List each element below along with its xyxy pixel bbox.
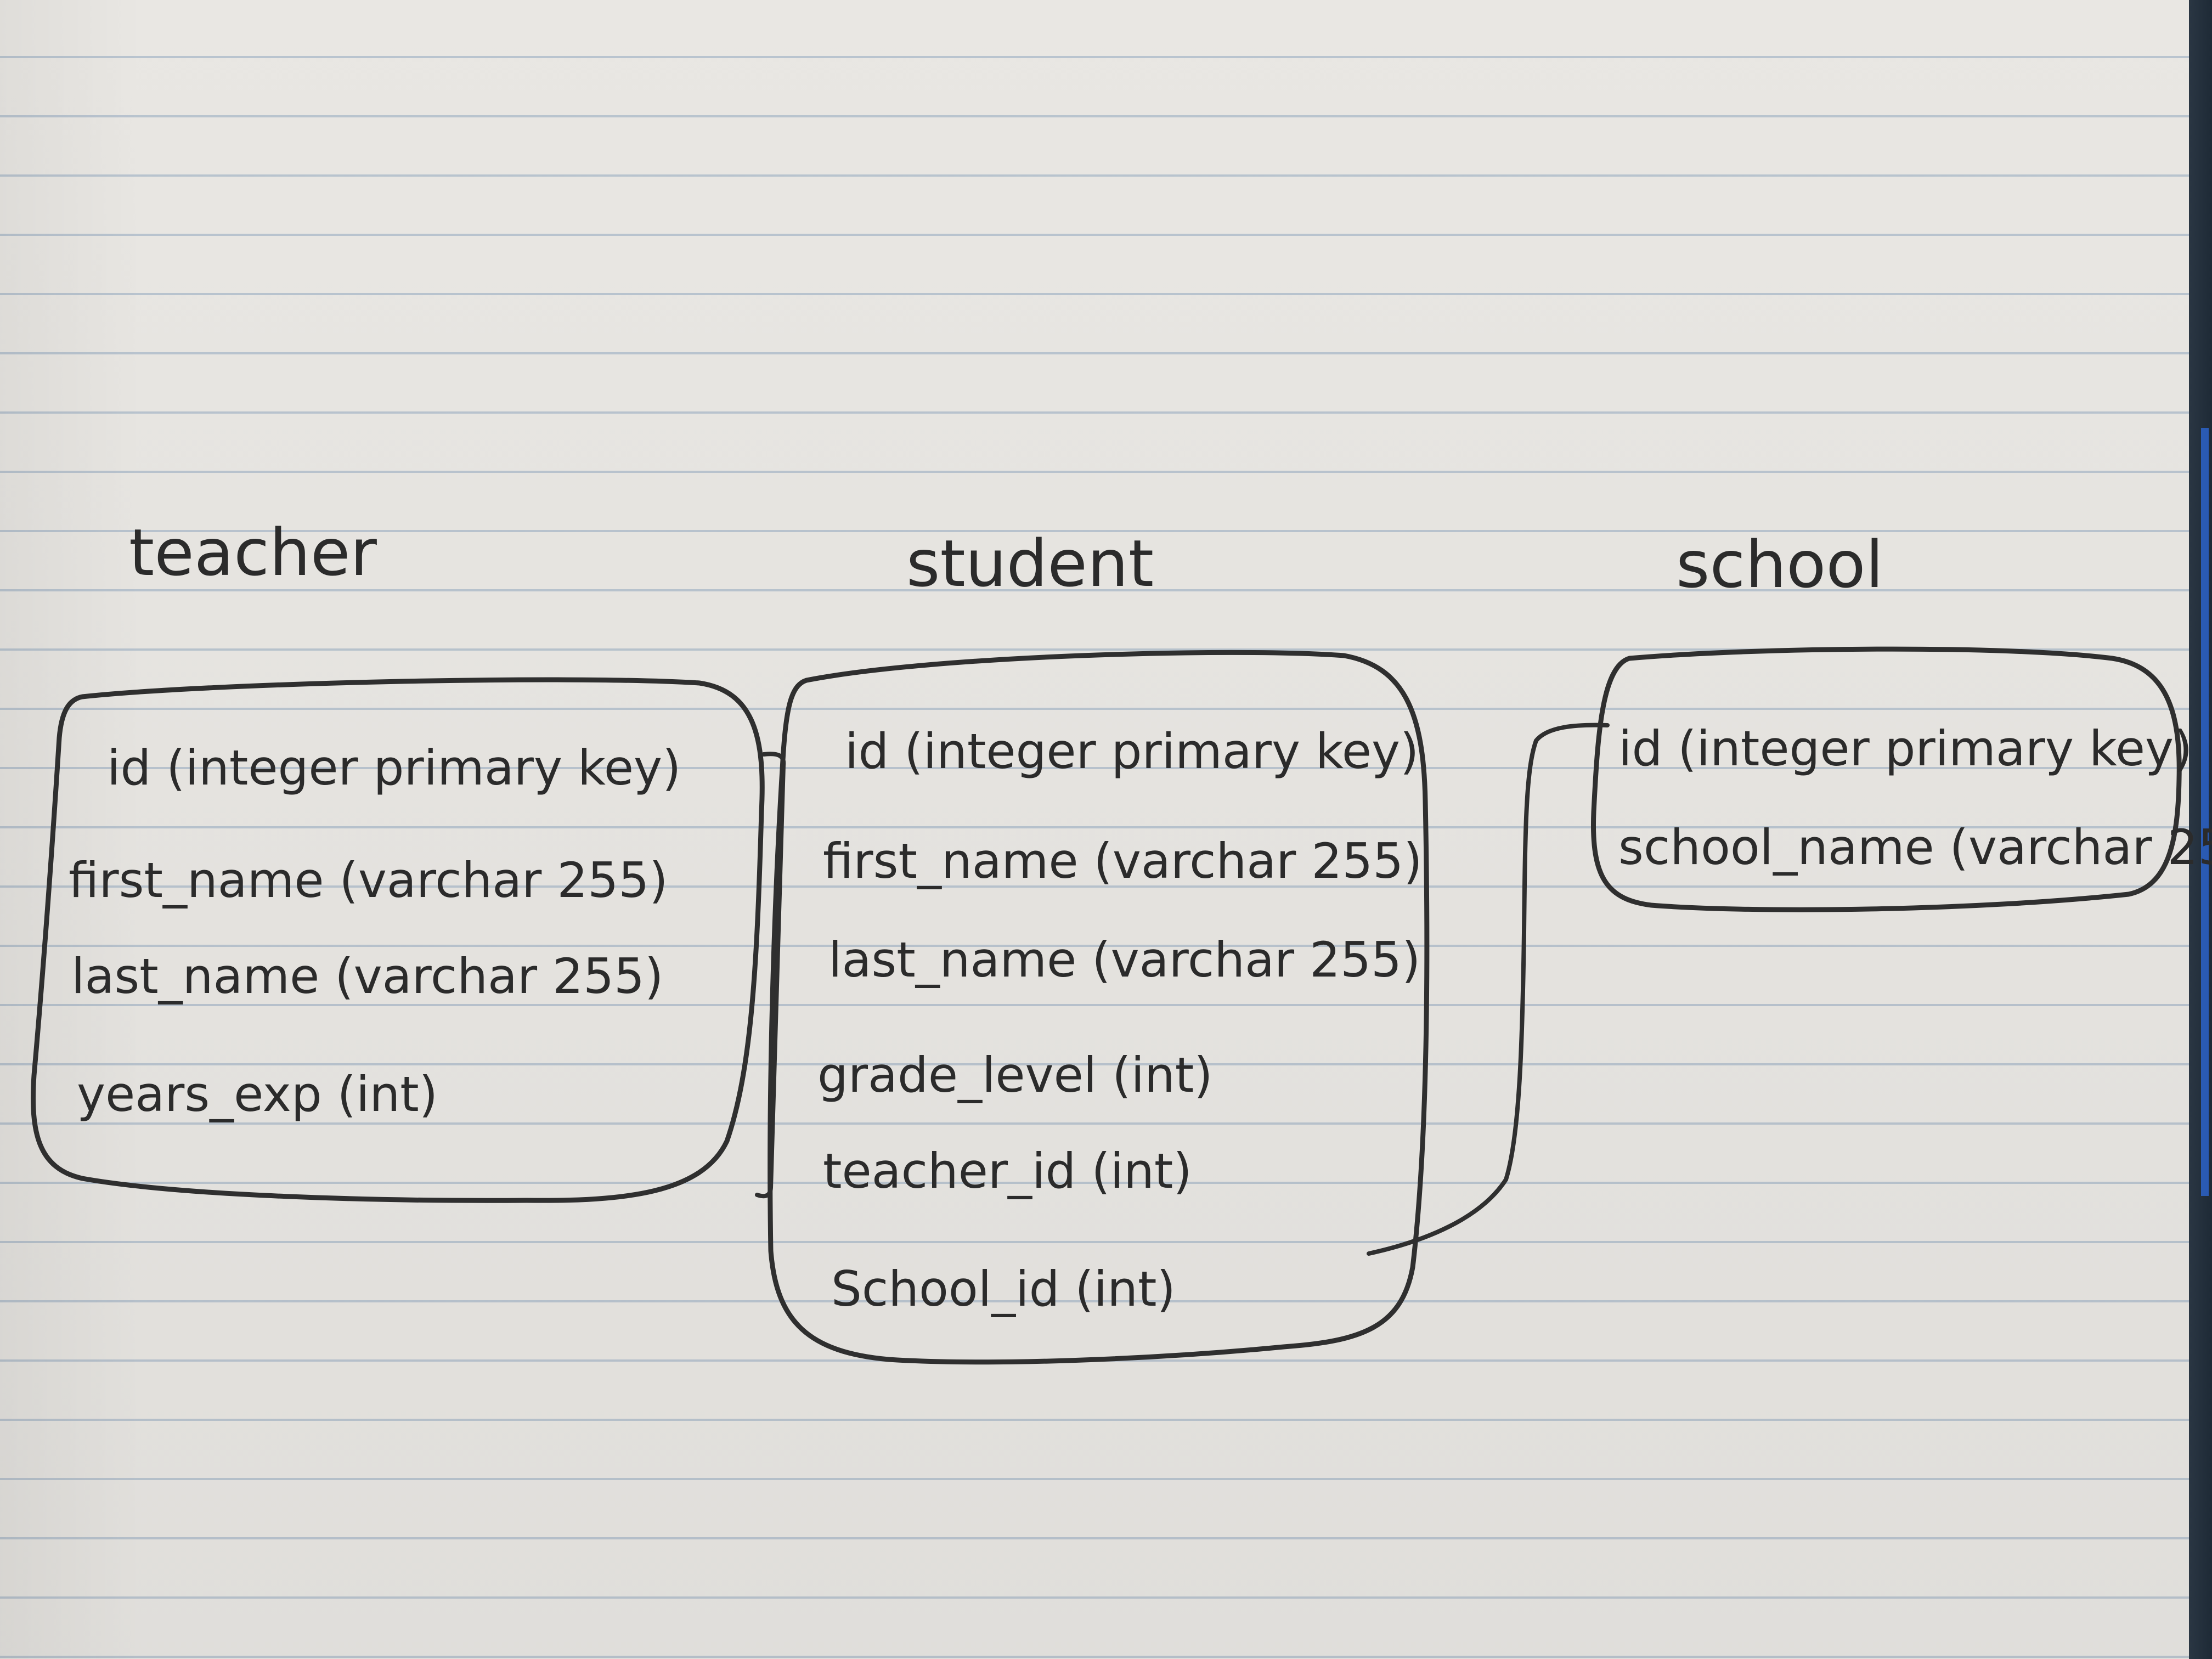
teacher-field-first-name: first_name (varchar 255)	[69, 852, 668, 909]
table-box-student	[768, 650, 1430, 1365]
school-field-school-name: school_name (varchar 255)	[1618, 819, 2212, 876]
table-box-school	[1590, 646, 2182, 912]
student-field-last-name: last_name (varchar 255)	[828, 932, 1420, 988]
table-box-teacher	[30, 677, 765, 1203]
table-title-school: school	[1676, 527, 1883, 602]
student-field-id: id (integer primary key)	[845, 723, 1419, 780]
student-field-grade-level: grade_level (int)	[817, 1047, 1213, 1103]
table-student: student id (integer primary key) first_n…	[768, 526, 1430, 1365]
teacher-field-last-name: last_name (varchar 255)	[71, 948, 663, 1005]
table-title-teacher: teacher	[129, 515, 377, 590]
student-field-teacher-id: teacher_id (int)	[823, 1143, 1192, 1199]
table-title-student: student	[906, 526, 1154, 601]
teacher-field-years-exp: years_exp (int)	[77, 1066, 438, 1122]
table-teacher: teacher id (integer primary key) first_n…	[30, 515, 765, 1203]
table-school: school id (integer primary key) school_n…	[1590, 527, 2212, 912]
student-field-school-id: School_id (int)	[831, 1261, 1176, 1317]
link-school-id-to-school	[1367, 723, 1610, 1256]
student-field-first-name: first_name (varchar 255)	[823, 833, 1423, 889]
teacher-field-id: id (integer primary key)	[107, 740, 681, 796]
school-field-id: id (integer primary key)	[1618, 720, 2192, 777]
link-teacher-id-to-teacher	[755, 752, 786, 1199]
blue-strip	[2201, 428, 2209, 1196]
